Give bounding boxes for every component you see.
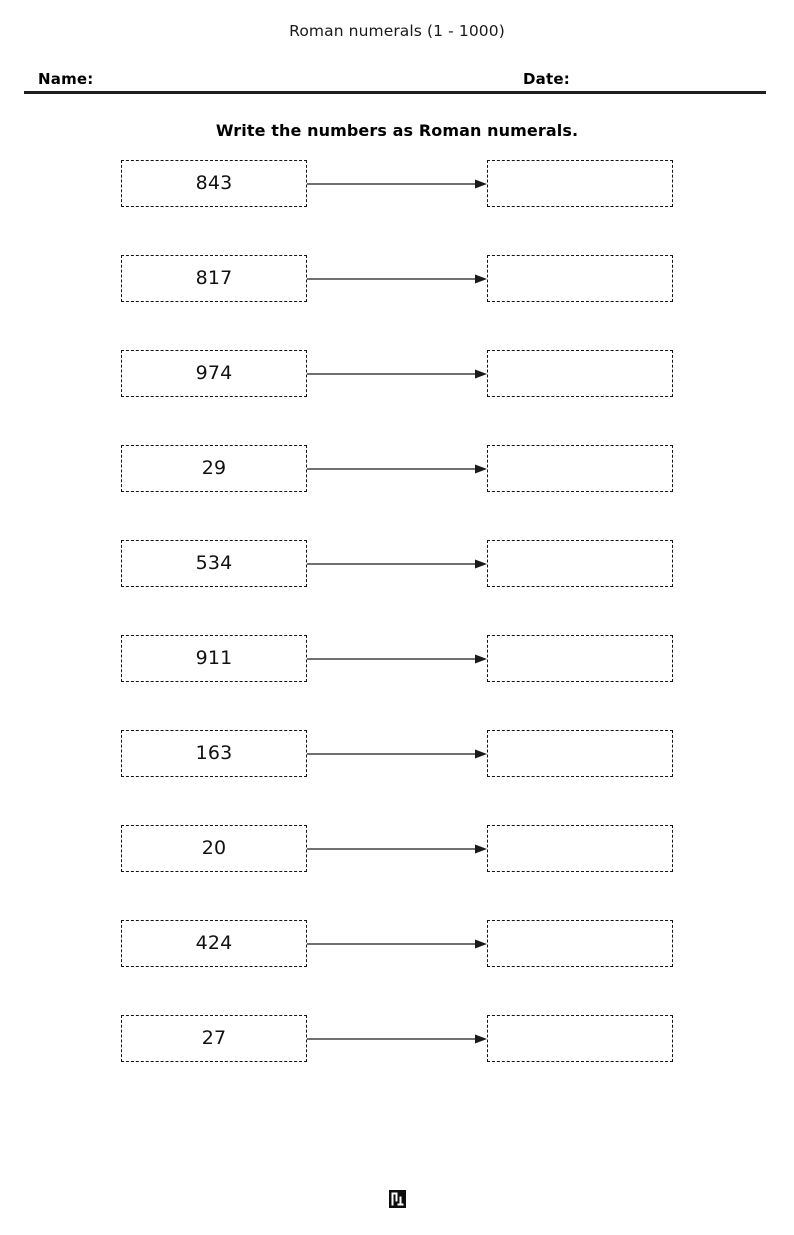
arrow-icon [307,1034,487,1043]
arrow-icon [307,844,487,853]
arrow-icon [307,179,487,188]
number-box: 424 [121,920,307,967]
problem-row: 27 [0,1015,794,1062]
page-title: Roman numerals (1 - 1000) [289,22,505,40]
number-box: 534 [121,540,307,587]
problem-row: 29 [0,445,794,492]
number-box: 29 [121,445,307,492]
number-value: 843 [195,172,233,194]
answer-box[interactable] [487,825,673,872]
number-value: 424 [195,932,233,954]
arrow-icon [307,369,487,378]
number-value: 163 [195,742,233,764]
number-box: 817 [121,255,307,302]
answer-box[interactable] [487,445,673,492]
problem-row: 424 [0,920,794,967]
answer-box[interactable] [487,730,673,777]
answer-box[interactable] [487,920,673,967]
arrow-icon [307,274,487,283]
answer-box[interactable] [487,635,673,682]
answer-box[interactable] [487,1015,673,1062]
number-value: 817 [195,267,233,289]
number-value: 534 [195,552,233,574]
number-value: 29 [201,457,227,479]
problem-list: 843 817 974 29 534 911 163 20 424 27 [0,160,794,1110]
number-box: 20 [121,825,307,872]
problem-row: 843 [0,160,794,207]
arrow-icon [307,464,487,473]
answer-box[interactable] [487,255,673,302]
arrow-icon [307,654,487,663]
answer-box[interactable] [487,160,673,207]
number-box: 974 [121,350,307,397]
header-divider [24,91,766,94]
problem-row: 163 [0,730,794,777]
problem-row: 911 [0,635,794,682]
instruction-text: Write the numbers as Roman numerals. [215,121,579,140]
problem-row: 817 [0,255,794,302]
number-box: 27 [121,1015,307,1062]
problem-row: 20 [0,825,794,872]
date-label: Date: [523,70,570,88]
number-value: 27 [201,1027,227,1049]
answer-box[interactable] [487,350,673,397]
arrow-icon [307,559,487,568]
number-value: 974 [195,362,233,384]
publisher-logo-icon [389,1190,406,1208]
name-label: Name: [38,70,94,88]
problem-row: 974 [0,350,794,397]
answer-box[interactable] [487,540,673,587]
problem-row: 534 [0,540,794,587]
arrow-icon [307,749,487,758]
number-value: 20 [201,837,227,859]
name-date-row: Name: Date: [24,70,766,92]
number-value: 911 [195,647,233,669]
arrow-icon [307,939,487,948]
number-box: 163 [121,730,307,777]
number-box: 911 [121,635,307,682]
number-box: 843 [121,160,307,207]
